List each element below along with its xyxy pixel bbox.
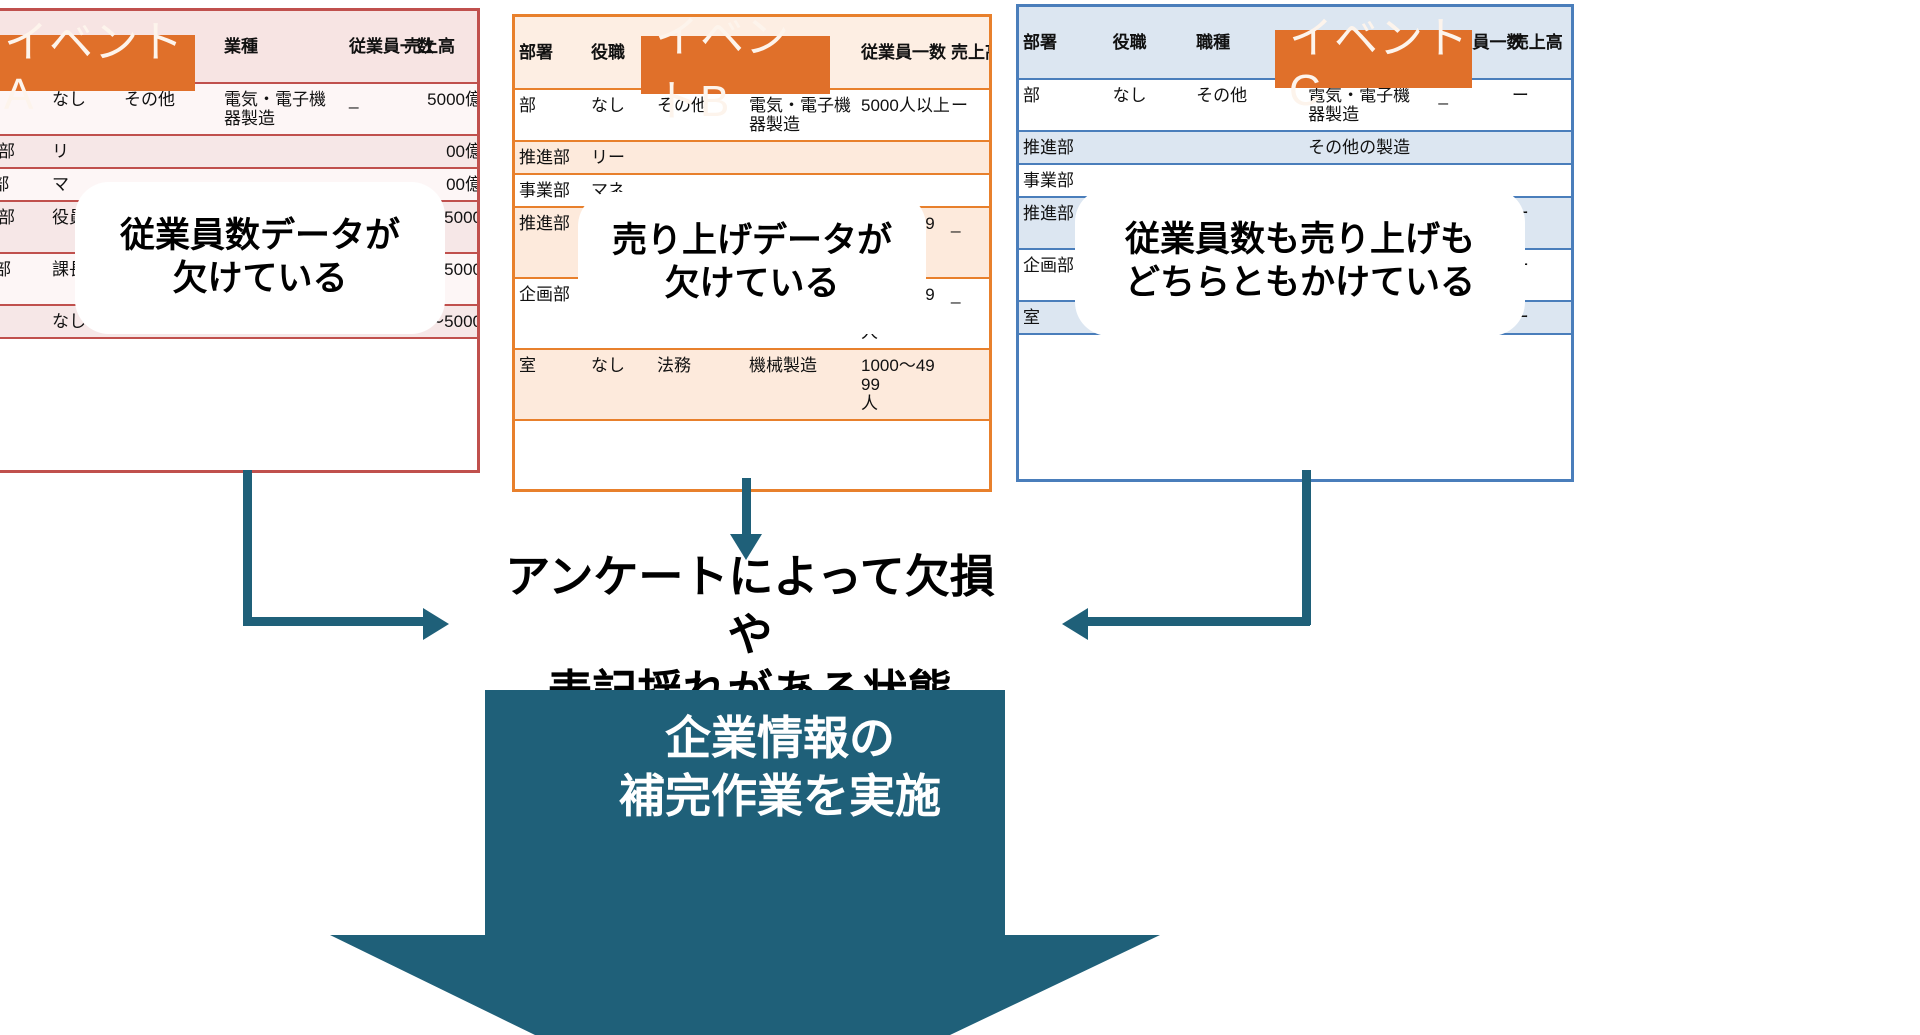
cell-yakushoku: なし — [1108, 78, 1193, 133]
callout-missing-sales: 売り上げデータが 欠けている — [578, 192, 926, 334]
callout-a-text: 従業員数データが 欠けている — [119, 216, 400, 298]
col-header-jugyoinA: 従業員一数 — [345, 11, 434, 85]
col-header-yakushokuC: 役職 — [1108, 7, 1193, 81]
cell-gyoshu — [745, 140, 857, 176]
table-row: 〇部 なし その他 電気・電子機 器製造 _ 5000億円〜 — [0, 82, 477, 137]
callout-missing-both: 従業員数も売り上げも どちらともかけている — [1075, 188, 1525, 336]
arrow-c-head-icon — [1062, 608, 1088, 640]
cell-busho: 推進部 — [1019, 130, 1109, 166]
cell-busho: X事業部 — [0, 167, 48, 203]
cell-busho: 推進部 — [515, 206, 587, 280]
cell-uriagedaka: _ — [947, 277, 989, 351]
cell-uriagedaka — [947, 140, 989, 176]
cell-busho: 部 — [515, 88, 587, 143]
cell-uriagedaka: 5000億円〜 — [400, 82, 477, 137]
col-header-uriagedakaB: 売上高 — [947, 17, 989, 91]
col-header-bushoB: 部署 — [515, 17, 587, 91]
cell-shokushu: その他 — [120, 82, 220, 137]
cell-gyoshu: 電気・電子機 器製造 — [220, 82, 345, 137]
callout-missing-employee-count: 従業員数データが 欠けている — [75, 182, 445, 334]
event-a-chip-label: イベントA — [4, 18, 184, 119]
cell-gyoshu — [220, 134, 345, 170]
cell-busho: 推進部 — [515, 140, 587, 176]
cell-uriagedaka — [1507, 163, 1571, 199]
cell-yakushoku: なし — [587, 348, 653, 422]
table-row: 〇推進部 リ 00億円〜 — [0, 134, 477, 170]
cell-jugyoin — [345, 134, 400, 170]
cell-shokushu: 法務 — [653, 348, 745, 422]
cell-busho: 門室 — [0, 304, 48, 340]
arrow-c-vertical-segment — [1302, 470, 1311, 625]
cell-uriagedaka: ー — [947, 88, 989, 143]
cell-busho: 室 — [515, 348, 587, 422]
cell-jugyoin: _ — [345, 82, 400, 137]
table-row: 推進部 その他の製造 — [1019, 130, 1571, 166]
cell-busho: △企画部 — [0, 252, 48, 307]
col-header-gyoshuA: 業種 — [220, 11, 345, 85]
cell-busho: 企画部 — [515, 277, 587, 351]
cell-jugyoin: 5000人以上 — [857, 88, 950, 143]
arrow-b-head-icon — [730, 534, 762, 560]
cell-uriagedaka — [947, 348, 989, 422]
table-row: 推進部 リー — [515, 140, 989, 176]
cell-shokushu — [1192, 130, 1305, 166]
cell-uriagedaka: 00億円〜 — [400, 134, 477, 170]
arrow-c-horizontal-segment — [1088, 617, 1310, 626]
cell-yakushoku: なし — [48, 82, 120, 137]
cell-yakushoku — [1108, 130, 1193, 166]
col-header-uriagedakaA: 売上高 — [400, 11, 477, 85]
cell-shokushu — [653, 140, 745, 176]
event-b-chip: イベントB — [641, 13, 830, 126]
col-header-uriagedakaC: 売上高 — [1507, 7, 1571, 81]
cell-gyoshu: その他の製造 — [1304, 130, 1435, 166]
cell-gyoshu: 電気・電子機 器製造 — [745, 88, 857, 143]
table-row: 室 なし 法務 機械製造 1000〜4999 人 — [515, 348, 989, 422]
arrow-b-vertical-segment — [742, 478, 751, 538]
arrow-a-head-icon — [423, 608, 449, 640]
event-c-chip: イベントC — [1275, 14, 1472, 115]
cell-jugyoin — [1434, 130, 1508, 166]
cell-jugyoin — [857, 140, 947, 176]
cell-shokushu — [120, 134, 220, 170]
cell-busho: 〇推進部 — [0, 200, 48, 255]
cell-jugyoin: 1000〜4999 人 — [857, 348, 947, 422]
cell-uriagedaka — [947, 173, 989, 209]
cell-uriagedaka: ー — [1507, 78, 1571, 133]
event-c-chip-label: イベントC — [1289, 14, 1469, 115]
cell-yakushoku: リ — [48, 134, 120, 170]
cell-uriagedaka: _ — [947, 206, 989, 280]
cell-busho: 事業部 — [515, 173, 587, 209]
callout-b-text: 売り上げデータが 欠けている — [611, 221, 892, 303]
cell-uriagedaka — [1507, 130, 1571, 166]
table-row: 部 なし その他 電気・電子機 器製造 5000人以上 ー — [515, 88, 989, 143]
cell-gyoshu: 機械製造 — [745, 348, 857, 422]
col-header-jugyoinB: 従業員一数 — [857, 17, 947, 91]
cell-yakushoku: リー — [587, 140, 653, 176]
cell-busho: 部 — [1019, 78, 1109, 133]
arrow-a-vertical-segment — [243, 470, 252, 625]
event-a-chip: イベントA — [0, 18, 195, 119]
cell-yakushoku: なし — [587, 88, 653, 143]
col-header-bushoC: 部署 — [1019, 7, 1109, 81]
event-b-chip-label: イベントB — [655, 13, 790, 126]
arrow-a-horizontal-segment — [243, 617, 423, 626]
cell-busho: 〇推進部 — [0, 134, 48, 170]
callout-c-text: 従業員数も売り上げも どちらともかけている — [1124, 220, 1475, 302]
block-arrow-shape: 企業情報の 補完作業を実施 — [330, 690, 1230, 1035]
